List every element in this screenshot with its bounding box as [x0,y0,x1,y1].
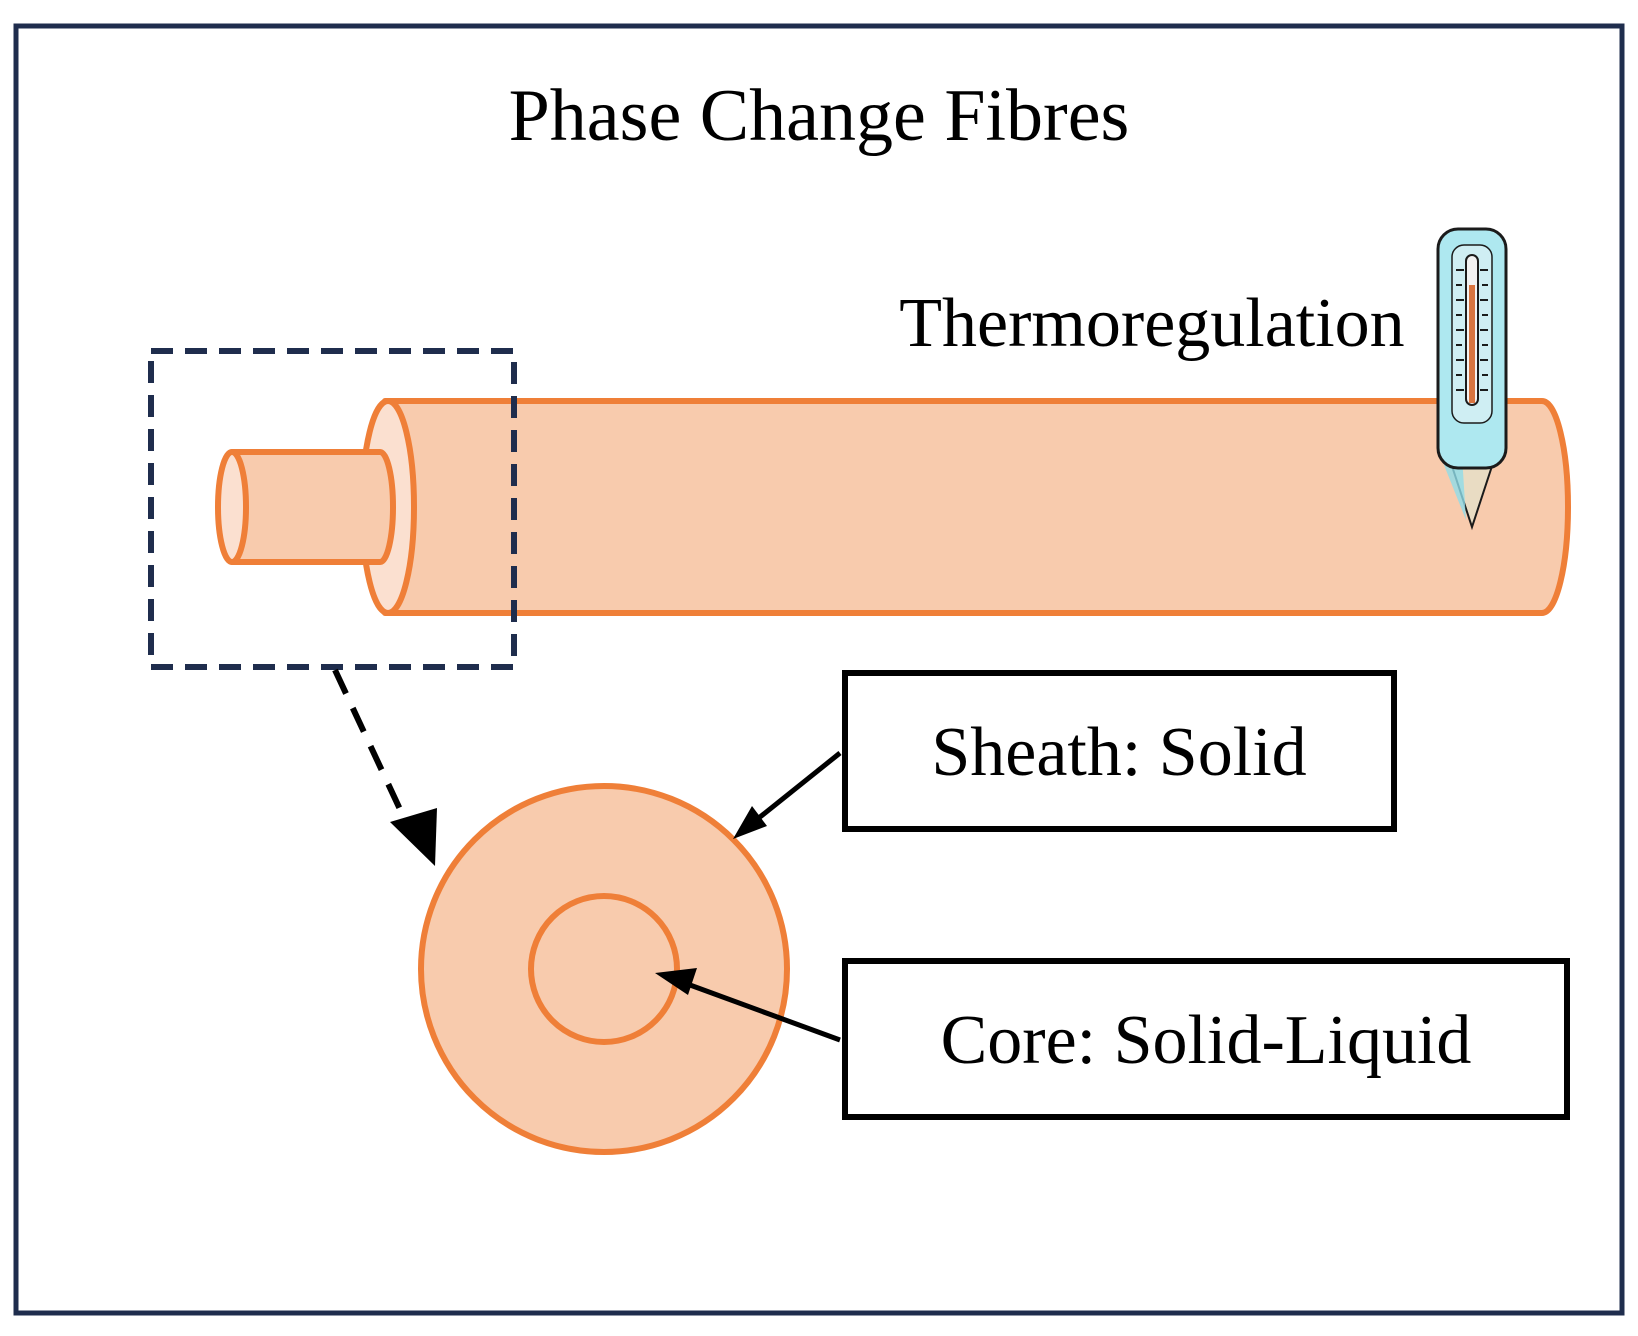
zoom-arrow-head [390,808,437,866]
fibre-cross-section [418,783,790,1155]
core-callout-arrow [689,982,841,1043]
fibre-cylinder [215,398,1571,616]
zoom-dashed-arrow-line [332,668,408,822]
zoom-selection-box [148,348,517,670]
sheath-callout-arrow-head [733,806,767,839]
fibre-core-end-face [215,449,249,565]
core-callout-box [842,958,1570,1120]
thermometer-scale-ticks [1456,269,1488,391]
diagram-title: Phase Change Fibres [509,75,1130,157]
sheath-callout-box [842,670,1397,832]
core-callout-label: Core: Solid-Liquid [941,1002,1472,1079]
sheath-callout-arrow [743,751,842,831]
thermometer-icon [1436,227,1508,531]
thermometer-tip-shadow [1440,455,1466,520]
fibre-core-body [229,449,396,565]
core-callout-arrow-head [655,968,697,995]
fibre-sheath-body [382,398,1571,616]
sheath-callout-label: Sheath: Solid [931,714,1306,791]
thermometer-mercury [1469,285,1475,403]
cross-section-core [528,893,680,1045]
thermoregulation-label: Thermoregulation [899,285,1404,362]
